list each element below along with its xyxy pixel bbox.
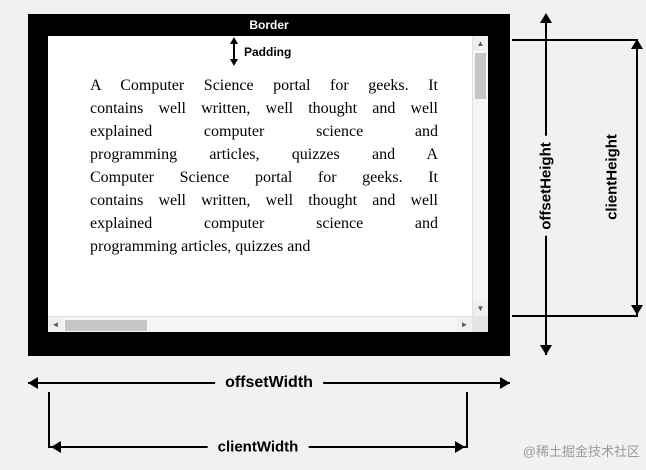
- clientheight-connector-top: [512, 39, 638, 41]
- offsetheight-arrowhead-down-icon: [540, 345, 552, 355]
- padding-label: Padding: [244, 45, 292, 59]
- clientheight-arrowhead-up-icon: [631, 39, 643, 49]
- offsetwidth-label: offsetWidth: [215, 374, 323, 392]
- padding-arrowhead-down-icon: [230, 59, 238, 66]
- scroll-left-button[interactable]: ◄: [48, 317, 63, 332]
- clientwidth-riser-left: [48, 392, 50, 448]
- content-area: Padding A Computer Science portal for ge…: [48, 36, 488, 332]
- paragraph-line: explained computer science and: [90, 215, 438, 232]
- clientwidth-label: clientWidth: [207, 438, 309, 456]
- offsetheight-label: offsetHeight: [535, 136, 557, 236]
- padding-arrowhead-up-icon: [230, 37, 238, 44]
- clientwidth-arrowhead-left-icon: [51, 441, 61, 453]
- horizontal-scrollbar[interactable]: ◄ ►: [48, 316, 472, 332]
- paragraph-line: contains well written, well thought and …: [90, 100, 438, 117]
- watermark: @稀土掘金技术社区: [522, 444, 640, 459]
- offsetwidth-arrowhead-left-icon: [28, 377, 38, 389]
- clientheight-label: clientHeight: [601, 128, 623, 226]
- clientheight-arrow-line: [636, 41, 638, 315]
- paragraph-line: programming articles, quizzes and: [90, 238, 311, 255]
- clientwidth-arrowhead-right-icon: [455, 441, 465, 453]
- scroll-down-button[interactable]: ▼: [473, 301, 488, 316]
- left-arrow-icon: ◄: [51, 320, 60, 329]
- scrollbar-corner: [472, 316, 488, 332]
- clientwidth-riser-right: [466, 392, 468, 448]
- horizontal-scroll-thumb[interactable]: [65, 320, 147, 331]
- scroll-right-button[interactable]: ►: [457, 317, 472, 332]
- clientheight-connector-bottom: [512, 315, 638, 317]
- border-box: Border Padding A Computer Science portal…: [28, 14, 510, 356]
- vertical-scrollbar[interactable]: ▲ ▼: [472, 36, 488, 316]
- offsetheight-arrowhead-up-icon: [540, 13, 552, 23]
- down-arrow-icon: ▼: [476, 304, 485, 313]
- clientheight-arrowhead-down-icon: [631, 305, 643, 315]
- border-label: Border: [249, 18, 289, 32]
- right-arrow-icon: ►: [460, 320, 469, 329]
- up-arrow-icon: ▲: [476, 39, 485, 48]
- offsetwidth-arrowhead-right-icon: [500, 377, 510, 389]
- paragraph-text: A Computer Science portal for geeks. It …: [90, 74, 438, 258]
- paragraph-line: programming articles, quizzes and A: [90, 146, 438, 163]
- paragraph-line: A Computer Science portal for geeks. It: [90, 77, 438, 94]
- scroll-up-button[interactable]: ▲: [473, 36, 488, 51]
- paragraph-line: contains well written, well thought and …: [90, 192, 438, 209]
- paragraph-line: explained computer science and: [90, 123, 438, 140]
- vertical-scroll-thumb[interactable]: [475, 53, 486, 99]
- padding-arrow-line: [233, 40, 235, 62]
- paragraph-line: Computer Science portal for geeks. It: [90, 169, 438, 186]
